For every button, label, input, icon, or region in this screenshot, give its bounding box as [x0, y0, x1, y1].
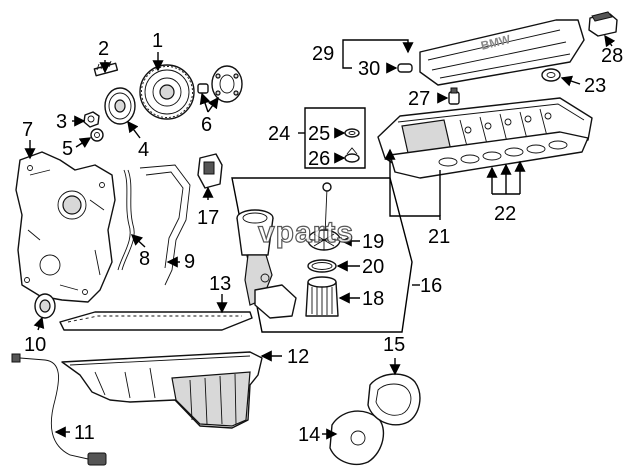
oil-filter-housing[interactable]: [236, 209, 297, 319]
leader-lines: [24, 34, 616, 440]
callout-25: 25: [308, 123, 330, 145]
callout-3: 3: [56, 111, 67, 133]
callout-12: 12: [287, 346, 309, 368]
timing-cover-gasket[interactable]: [117, 169, 135, 271]
oil-pan-gasket[interactable]: [59, 311, 253, 331]
oil-level-sensor[interactable]: [11, 353, 107, 466]
bolt[interactable]: [93, 60, 119, 77]
watermark: vparts: [258, 216, 354, 249]
cover-gasket[interactable]: [367, 373, 421, 426]
callout-1: 1: [152, 30, 163, 52]
dipstick[interactable]: [322, 182, 332, 236]
o-ring-20[interactable]: [307, 259, 337, 273]
callout-5: 5: [62, 138, 73, 160]
oil-filter-element-18[interactable]: [305, 276, 339, 317]
callout-28: 28: [601, 45, 623, 67]
callout-17: 17: [197, 207, 219, 229]
callout-7: 7: [22, 119, 33, 141]
callout-8: 8: [139, 248, 150, 270]
nut[interactable]: [83, 111, 100, 128]
callout-9: 9: [184, 251, 195, 273]
callout-2: 2: [98, 38, 109, 60]
hub-flange[interactable]: [197, 65, 243, 103]
filter-cap-19[interactable]: [307, 229, 341, 251]
seal-23[interactable]: [541, 68, 561, 82]
callout-24: 24: [268, 123, 290, 145]
callout-21: 21: [428, 226, 450, 248]
seal-25[interactable]: [344, 128, 360, 138]
callout-15: 15: [383, 334, 405, 356]
grommet-30[interactable]: [397, 63, 413, 73]
oil-filler-cap[interactable]: [588, 11, 618, 37]
washer-bolt[interactable]: [90, 128, 104, 142]
callout-14: 14: [298, 424, 320, 446]
seal-26[interactable]: [344, 147, 360, 163]
callout-27: 27: [408, 88, 430, 110]
callout-20: 20: [362, 256, 384, 278]
callout-26: 26: [308, 148, 330, 170]
callout-10: 10: [24, 334, 46, 356]
oil-pan[interactable]: [61, 351, 263, 429]
cover-plate[interactable]: [329, 410, 385, 466]
callout-23: 23: [584, 75, 606, 97]
flywheel[interactable]: [139, 64, 195, 120]
callout-22: 22: [494, 203, 516, 225]
breather-valve-27[interactable]: [448, 87, 460, 105]
timing-case-cover[interactable]: [15, 151, 116, 303]
callout-labels: 1 2 3 4 5 6 7 8 9 10 11 12 13 14 15 16 1…: [22, 30, 623, 446]
callout-11: 11: [74, 422, 95, 444]
callout-13: 13: [209, 273, 231, 295]
callout-16: 16: [420, 275, 442, 297]
valve-cover-gasket[interactable]: [389, 131, 589, 179]
callout-19: 19: [362, 231, 384, 253]
callout-30: 30: [358, 58, 380, 80]
callout-6: 6: [201, 114, 212, 136]
crankshaft-seal[interactable]: [34, 293, 56, 319]
gasket[interactable]: [139, 164, 191, 286]
vibration-damper[interactable]: [104, 87, 136, 125]
engine-cover[interactable]: BMW: [419, 19, 585, 86]
engine-mount-bracket[interactable]: [197, 153, 223, 189]
callout-18: 18: [362, 288, 384, 310]
callout-4: 4: [138, 139, 149, 161]
callout-29: 29: [312, 43, 334, 65]
